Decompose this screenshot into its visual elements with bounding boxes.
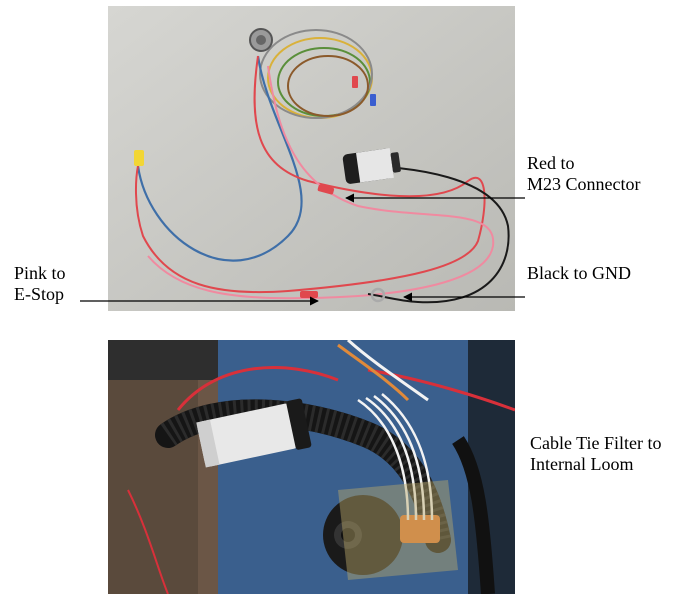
wiring-harness-illustration (108, 6, 515, 311)
pink-wire-label-line2: E-Stop (14, 284, 65, 304)
filter-installed-illustration (108, 340, 515, 594)
black-wire-label-line1: Black to GND (527, 263, 631, 283)
cable-tie-filter-label: Cable Tie Filter to Internal Loom (530, 433, 662, 475)
filter-installed-photo (108, 340, 515, 594)
red-wire-label-line1: Red to (527, 153, 575, 173)
pink-wire-label-line1: Pink to (14, 263, 66, 283)
cable-tie-filter-label-line1: Cable Tie Filter to (530, 433, 662, 453)
red-wire-label: Red to M23 Connector (527, 153, 640, 195)
red-wire-label-line2: M23 Connector (527, 174, 641, 194)
pink-wire-label: Pink to E-Stop (14, 263, 66, 305)
wiring-harness-photo (108, 6, 515, 311)
cable-tie-filter-label-line2: Internal Loom (530, 454, 634, 474)
black-wire-label: Black to GND (527, 263, 631, 284)
